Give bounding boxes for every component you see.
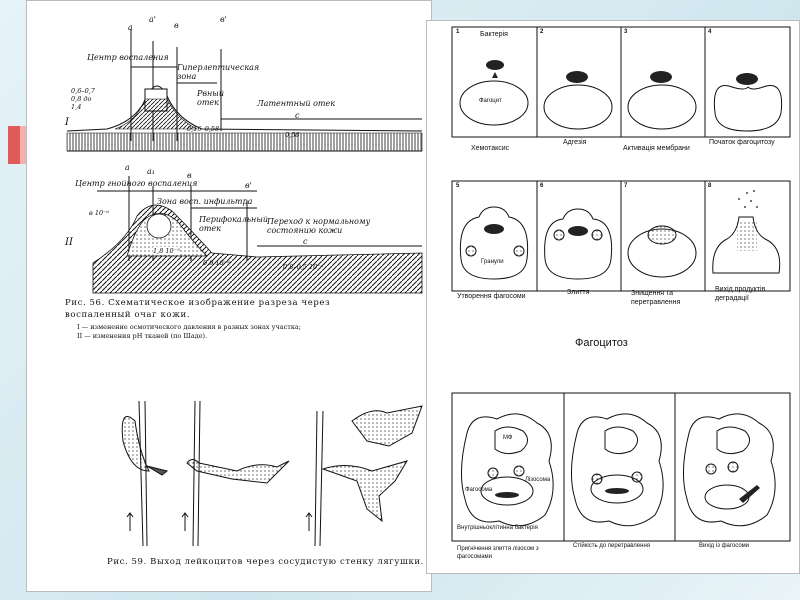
step-8-label: Вихід продуктів деградації bbox=[715, 286, 766, 302]
peri-label-ii: Перифокальный отек bbox=[199, 215, 268, 233]
letter-b-ii: в bbox=[187, 171, 192, 180]
step-6-num: 6 bbox=[540, 183, 544, 189]
phagocytosis-title: Фагоцитоз bbox=[575, 337, 628, 349]
c-label: c bbox=[295, 111, 300, 120]
phagosome-label: Фагосома bbox=[465, 487, 493, 493]
step-3-num: 3 bbox=[624, 29, 628, 35]
lysosome-label: Лізосома bbox=[525, 477, 551, 483]
letter-a-prime: a' bbox=[149, 15, 156, 24]
val-ii-center: 1,8 10⁻⁵ bbox=[153, 247, 180, 255]
row3-label-1: Пригнічення злиття лізосом з фагосомами bbox=[457, 546, 539, 560]
phagocytosis-drawing bbox=[451, 26, 791, 542]
granules-label: Гранули bbox=[481, 259, 504, 265]
mf-label: МФ bbox=[503, 435, 513, 441]
val-mid: 0,16–0,58 bbox=[187, 125, 220, 133]
step-2-num: 2 bbox=[540, 29, 544, 35]
step-5-num: 5 bbox=[456, 183, 460, 189]
step-6-label: Злиття bbox=[567, 289, 590, 296]
step-7-label: Знищення та перетравлення bbox=[631, 290, 681, 306]
intracellular-bacteria-label: Внутрішньоклітинна бактерія bbox=[457, 525, 538, 531]
letter-a-ii: a bbox=[125, 163, 130, 172]
val-right: 0,58 bbox=[285, 131, 300, 139]
transition-label-ii: Переход к нормальному состоянию кожи bbox=[267, 217, 371, 235]
fig59-caption: Рис. 59. Выход лейкоцитов через сосудист… bbox=[107, 557, 424, 567]
row3-label-3: Вихід із фагосоми bbox=[699, 543, 750, 549]
step-8-num: 8 bbox=[708, 183, 712, 189]
latent-label: Латентный отек bbox=[257, 99, 336, 108]
step-2-label: Адгезія bbox=[563, 139, 587, 146]
letter-a1-ii: a₁ bbox=[147, 167, 155, 176]
step-7-num: 7 bbox=[624, 183, 628, 189]
val-ii-right: 0,8–0,5 10⁻⁶ bbox=[283, 263, 324, 271]
step-1-label: Хемотаксис bbox=[471, 145, 510, 152]
val-ii-left: в 10⁻⁶ bbox=[89, 209, 110, 217]
letter-b-prime-ii: в' bbox=[245, 181, 252, 190]
step-1-num: 1 bbox=[456, 29, 460, 35]
left-values: 0,6–0,7 0,8 до 1,4 bbox=[71, 87, 95, 111]
step-4-label: Початок фагоцитозу bbox=[709, 139, 775, 146]
right-phagocytosis-panel: 1 2 3 4 Бактерія Фагоцит Хемотаксис Адге… bbox=[426, 20, 800, 574]
bacteria-label: Бактерія bbox=[480, 31, 508, 38]
phagocyte-label: Фагоцит bbox=[479, 98, 502, 104]
focus-label: Центр воспаления bbox=[87, 53, 169, 62]
roman-i: I bbox=[65, 117, 69, 128]
step-4-num: 4 bbox=[708, 29, 712, 35]
val-ii-mid: 0,9 10⁻⁶ bbox=[203, 259, 230, 267]
letter-a: a bbox=[128, 23, 133, 32]
c-label-ii: c bbox=[303, 237, 308, 246]
letter-b-prime: в' bbox=[220, 15, 227, 24]
roman-ii: II bbox=[65, 237, 73, 248]
fig56-sub2: II — изменения рН тканей (по Шаде). bbox=[77, 332, 208, 340]
left-scan-panel: a a' в в' Центр воспаления Гиперлептичес… bbox=[26, 0, 432, 592]
letter-b: в bbox=[174, 21, 179, 30]
decorative-tab bbox=[8, 126, 20, 164]
row3-label-2: Стійкість до перетравлення bbox=[573, 543, 651, 549]
edema-label: Рвный отек bbox=[197, 89, 224, 107]
hyper-label: Гиперлептическая зона bbox=[177, 63, 260, 81]
step-5-label: Утворення фагосоми bbox=[457, 293, 526, 300]
zone-label-ii: Зона восп. инфильтра bbox=[157, 197, 253, 206]
fig56-caption: Рис. 56. Схематическое изображение разре… bbox=[65, 298, 331, 320]
focus-label-ii: Центр гнойного воспаления bbox=[75, 179, 198, 188]
decorative-tab-light bbox=[20, 126, 26, 164]
fig56-drawing bbox=[66, 29, 423, 547]
fig56-sub1: I — изменение осмотического давления в р… bbox=[77, 323, 301, 331]
step-3-label: Активація мембрани bbox=[623, 145, 690, 152]
